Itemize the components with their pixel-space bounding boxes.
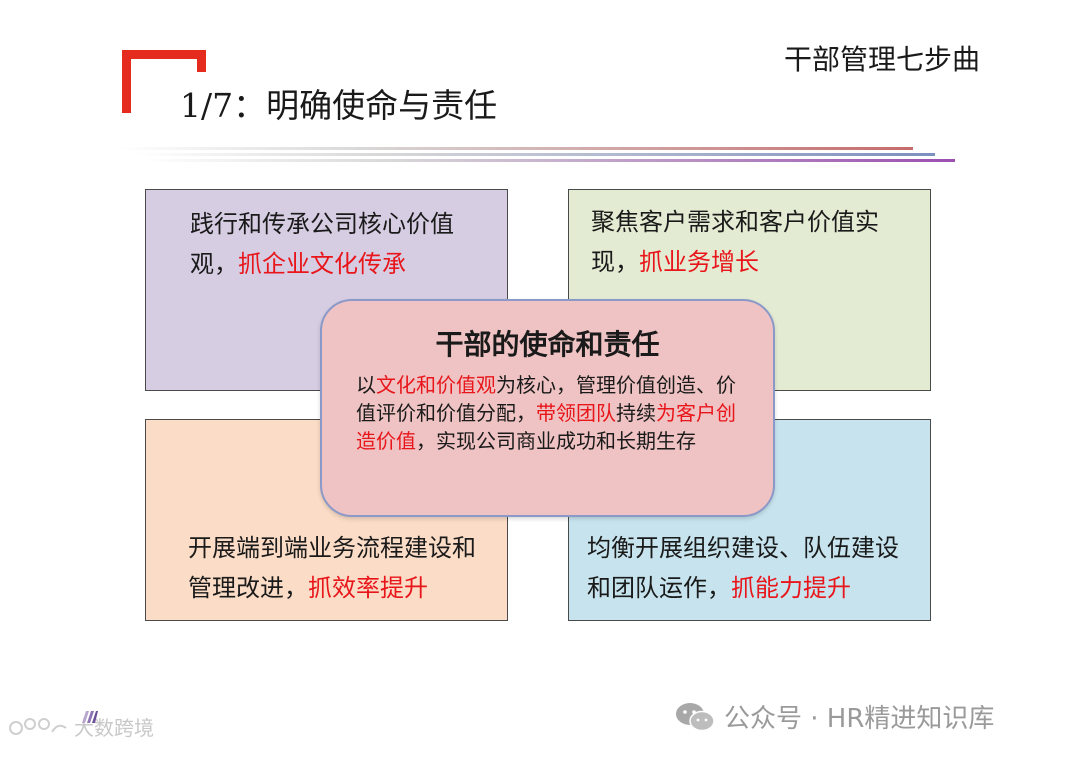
corner-logo: 大数跨境 (8, 712, 154, 741)
quadrant-business-text: 聚焦客户需求和客户价值实现， (591, 208, 879, 276)
center-text-highlight: 文化和价值观 (376, 373, 496, 397)
quadrant-efficiency-highlight: 抓效率提升 (308, 574, 428, 602)
quadrant-capability-highlight: 抓能力提升 (731, 574, 851, 602)
center-text-part: ，实现公司商业成功和长期生存 (416, 429, 696, 453)
title-underline-1 (118, 147, 913, 150)
quadrant-business-highlight: 抓业务增长 (639, 248, 759, 276)
center-text-part: 以 (356, 373, 376, 397)
title-underline-2 (135, 153, 935, 156)
center-title: 干部的使命和责任 (435, 328, 660, 361)
title-underline-3 (145, 159, 955, 162)
center-text-part: 为核心，管理价值创造、价值评价和价值分配， (356, 373, 736, 425)
quadrant-culture-highlight: 抓企业文化传承 (238, 250, 406, 278)
corner-stripes-icon (82, 711, 98, 723)
center-mission-box: 干部的使命和责任 以文化和价值观为核心，管理价值创造、价值评价和价值分配，带领团… (320, 299, 775, 517)
corner-bracket-decoration (122, 50, 206, 113)
center-body: 以文化和价值观为核心，管理价值创造、价值评价和价值分配，带领团队持续为客户创造价… (356, 371, 736, 455)
center-text-part: 持续 (616, 401, 656, 425)
center-text-highlight: 带领团队 (536, 401, 616, 425)
center-text-highlight: 为客户创造价值 (356, 401, 736, 453)
series-title: 干部管理七步曲 (783, 43, 980, 76)
slide-title: 1/7：明确使命与责任 (180, 86, 498, 125)
footer-watermark-text: 公众号 · HR精进知识库 (724, 704, 995, 734)
footer-watermark: 公众号 · HR精进知识库 (674, 698, 994, 735)
corner-logo-icon (9, 717, 67, 735)
corner-bracket-tick (197, 50, 206, 72)
wechat-icon (674, 701, 716, 733)
quadrant-efficiency-text: 开展端到端业务流程建设和管理改进， (188, 534, 476, 602)
corner-logo-text: 大数跨境 (74, 716, 154, 740)
quadrant-culture-text: 践行和传承公司核心价值观， (190, 210, 454, 278)
quadrant-capability-text: 均衡开展组织建设、队伍建设和团队运作， (587, 534, 899, 602)
